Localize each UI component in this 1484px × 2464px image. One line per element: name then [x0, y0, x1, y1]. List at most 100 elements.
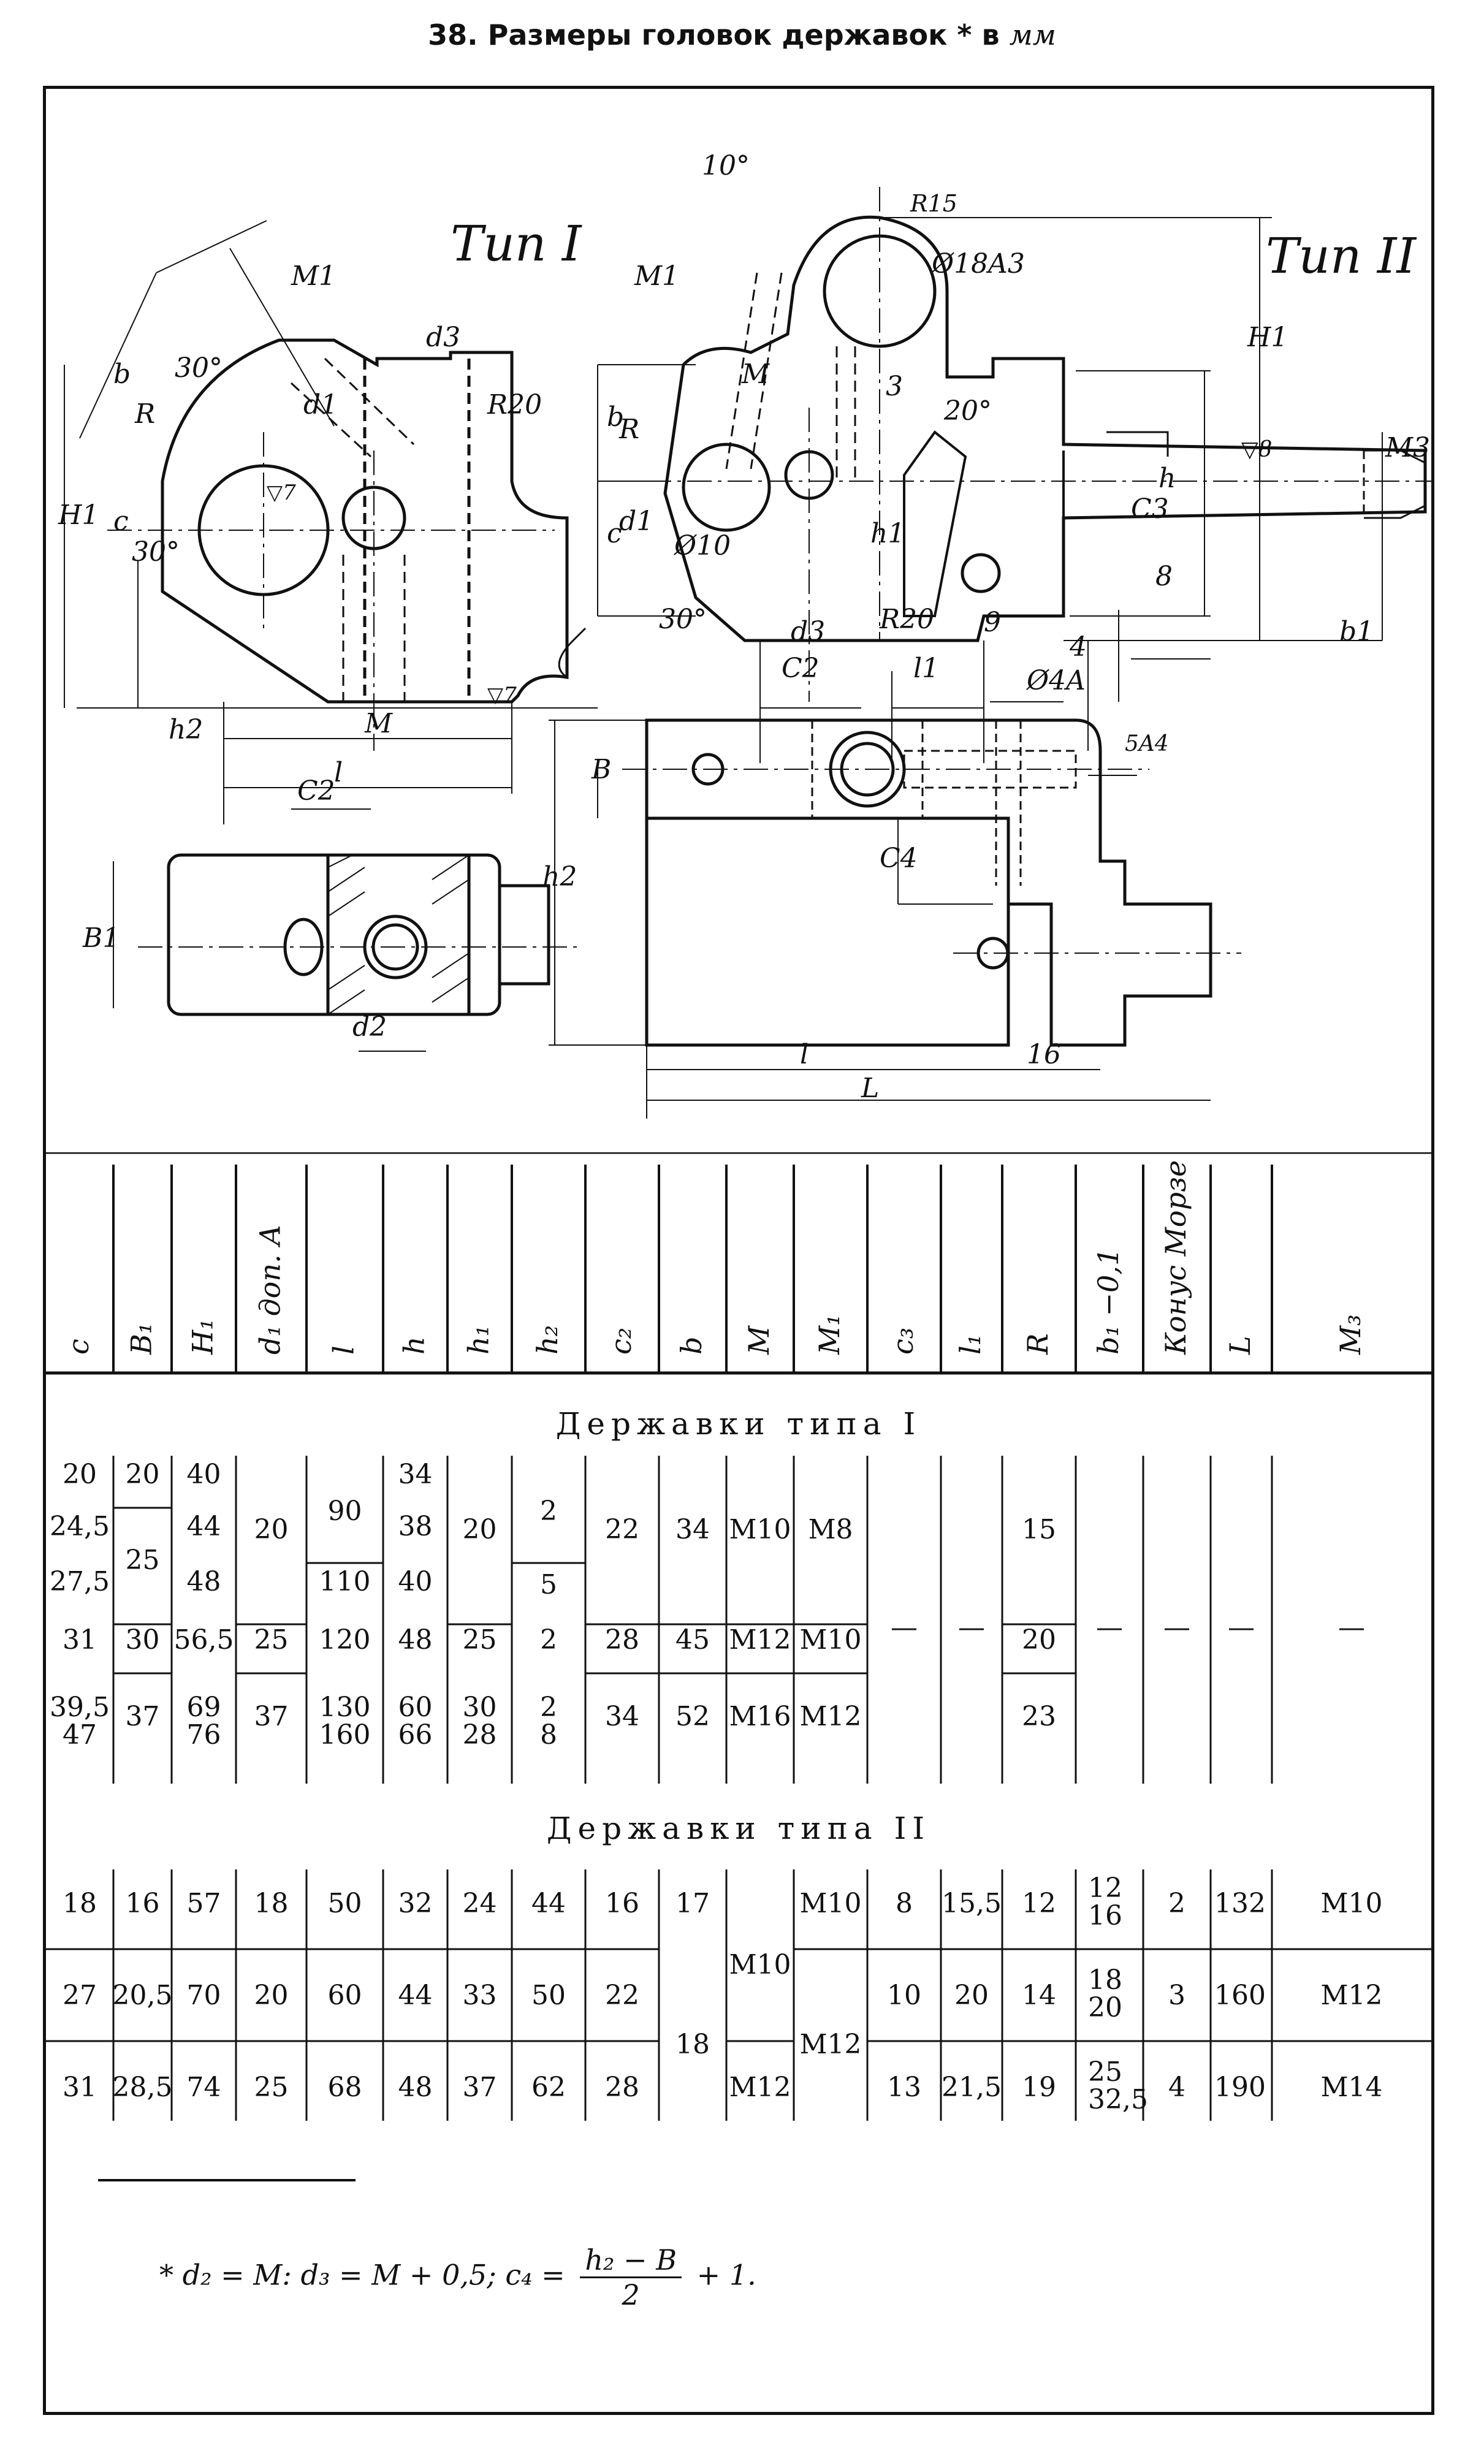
type2-B1: 16 — [126, 1888, 160, 1919]
type2-plan-view — [549, 718, 1241, 1119]
type1-c2: 34 — [605, 1701, 639, 1732]
type2-R: 19 — [1022, 2072, 1056, 2103]
label2-M1: M1 — [634, 260, 679, 292]
label-30deg-b: 30° — [132, 536, 180, 568]
column-header: Конус Морзе № — [1159, 1152, 1192, 1355]
label2-4: 4 — [1069, 631, 1087, 663]
type2-h2: 50 — [531, 1980, 566, 2011]
type1-B1: 25 — [126, 1545, 160, 1576]
type1-H1: 40 — [187, 1459, 221, 1490]
label2-10deg: 10° — [702, 150, 750, 181]
type2-h: 48 — [398, 2072, 433, 2103]
type1-h1: 25 — [463, 1624, 497, 1656]
label2-C2: C2 — [782, 653, 820, 684]
label2-c: c — [607, 518, 622, 549]
type1-h: 48 — [398, 1624, 433, 1656]
footnote-fraction: h₂ − B 2 — [580, 2243, 682, 2311]
type1-h: 34 — [398, 1459, 433, 1490]
type2-d1: 25 — [254, 2072, 289, 2103]
type2-front-view — [597, 187, 1431, 763]
type1-h2: 2 — [540, 1692, 557, 1723]
type2-d1: 18 — [254, 1888, 289, 1919]
type1-l: 110 — [319, 1566, 371, 1597]
column-header: M₃ — [1334, 1314, 1367, 1355]
type1-H1: 48 — [187, 1566, 221, 1597]
type2-M3: M12 — [1320, 1980, 1382, 2011]
type2-R: 12 — [1022, 1888, 1056, 1919]
type1-c: 31 — [63, 1624, 97, 1656]
type1-h2: 5 — [540, 1569, 557, 1600]
type1-d1: 37 — [254, 1701, 289, 1732]
type1-h2: 2 — [540, 1496, 557, 1527]
page-frame — [43, 86, 1434, 2415]
label2-C4: C4 — [880, 843, 918, 874]
type1-h: 60 — [398, 1692, 433, 1723]
type1-R: 15 — [1022, 1514, 1056, 1545]
column-header: b — [675, 1337, 708, 1355]
type1-M: M10 — [729, 1514, 791, 1545]
type1-c: 27,5 — [50, 1566, 110, 1597]
label2-16: 16 — [1027, 1039, 1061, 1070]
type2-c3: 13 — [887, 2072, 921, 2103]
label-R: R — [134, 398, 155, 430]
type1-H1: 44 — [187, 1511, 221, 1542]
type1-h: 66 — [398, 1719, 433, 1751]
type2-l1: 20 — [954, 1980, 989, 2011]
type2-l: 68 — [328, 2072, 362, 2103]
type1-b: 45 — [675, 1624, 710, 1656]
type1-H1: 69 — [187, 1692, 221, 1723]
label2-h2: h2 — [542, 861, 577, 892]
type2-morse: 2 — [1168, 1888, 1185, 1919]
type1-d1: 25 — [254, 1624, 289, 1656]
type2-morse: 4 — [1168, 2072, 1185, 2103]
type2-c2: 22 — [605, 1980, 639, 2011]
column-header: M₁ — [813, 1314, 846, 1355]
type1-B1: 20 — [126, 1459, 160, 1490]
label-h2: h2 — [169, 714, 203, 745]
type2-h1: 24 — [463, 1888, 497, 1919]
type1-R: 20 — [1022, 1624, 1056, 1656]
label2-20deg: 20° — [943, 395, 992, 427]
label-roughness-7: ▽7 — [267, 481, 296, 505]
column-header: B₁ — [125, 1323, 158, 1355]
label2-b1: b1 — [1339, 616, 1374, 647]
type1-l: 130 — [319, 1692, 371, 1723]
label-M: M — [364, 708, 393, 739]
label-M1: M1 — [291, 260, 336, 292]
type2-R: 14 — [1022, 1980, 1056, 2011]
label2-d1: d1 — [619, 506, 653, 537]
type2-b1: 32,5 — [1088, 2084, 1148, 2115]
type2-d1: 20 — [254, 1980, 289, 2011]
label2-d18: Ø18A3 — [931, 248, 1025, 279]
type2-h1: 33 — [463, 1980, 497, 2011]
label-c: c — [113, 506, 129, 537]
column-header: M — [742, 1325, 775, 1355]
label2-roughness-8: ▽8 — [1241, 437, 1273, 462]
type1-c: 39,5 — [50, 1692, 110, 1723]
type1-dash: — — [1096, 1612, 1123, 1643]
type1-c: 47 — [63, 1719, 97, 1751]
label2-3: 3 — [886, 371, 903, 402]
label2-l1: l1 — [913, 653, 939, 684]
column-header: l₁ — [954, 1334, 987, 1355]
label-d3: d3 — [426, 322, 460, 353]
label-roughness-7b: ▽7 — [487, 683, 517, 707]
type1-h1: 30 — [463, 1692, 497, 1723]
type2-morse: 3 — [1168, 1980, 1185, 2011]
type2-l1: 21,5 — [942, 2072, 1002, 2103]
label2-b: b — [607, 401, 624, 433]
label2-5A4: 5A4 — [1125, 731, 1169, 756]
type1-B1: 30 — [126, 1624, 160, 1656]
type2-M3: M10 — [1320, 1888, 1382, 1919]
column-header: h₂ — [531, 1325, 564, 1355]
label2-C3: C3 — [1131, 493, 1169, 525]
type1-dash: — — [958, 1612, 985, 1643]
type2-L: 132 — [1214, 1888, 1266, 1919]
type2-H1: 57 — [187, 1888, 221, 1919]
type1-plan-view — [113, 808, 579, 1052]
column-header: R — [1021, 1333, 1054, 1355]
type2-b: 17 — [675, 1888, 710, 1919]
type1-l: 120 — [319, 1624, 371, 1656]
type2-M1: M10 — [799, 1888, 861, 1919]
label-B1: B1 — [82, 922, 120, 954]
